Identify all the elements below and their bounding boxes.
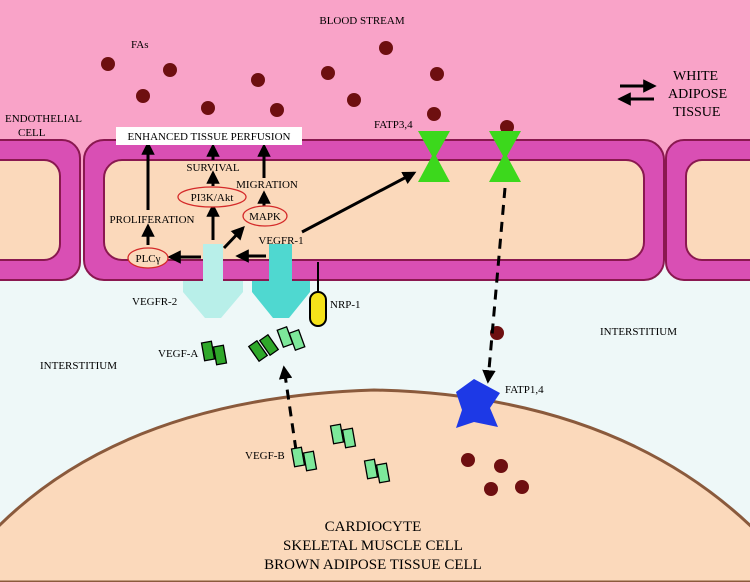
pi3k-akt-label: PI3K/Akt xyxy=(191,192,234,204)
fas-label: FAs xyxy=(131,39,149,51)
endothelial-cell-label-line2: CELL xyxy=(18,127,46,139)
fatp14-transporter xyxy=(456,379,500,428)
vegf-a-square xyxy=(247,339,269,363)
arrow-vegfr1-to-fatp xyxy=(301,171,417,234)
vegf-a-square xyxy=(258,333,280,357)
dashed-transport-arrows xyxy=(278,187,507,451)
fatty-acid-dot xyxy=(101,57,115,71)
fatty-acid-dot xyxy=(321,66,335,80)
vegf-b-square xyxy=(329,423,345,445)
migration-label: MIGRATION xyxy=(236,179,298,191)
exchange-arrows-icon xyxy=(617,79,657,106)
fatp34-label: FATP3,4 xyxy=(374,119,413,131)
muscle-cell-body xyxy=(0,388,750,582)
blood-stream-label: BLOOD STREAM xyxy=(319,15,404,27)
fatty-acid-dot xyxy=(461,453,475,467)
cardiocyte-label: CARDIOCYTE xyxy=(325,519,422,535)
vegf-b-square xyxy=(375,462,391,484)
fatty-acid-dot xyxy=(201,101,215,115)
vegf-a-label: VEGF-A xyxy=(158,348,198,360)
enhanced-perfusion-label: ENHANCED TISSUE PERFUSION xyxy=(128,131,291,143)
fatp34-transporter-right xyxy=(489,131,521,182)
vegf-b-molecules xyxy=(276,325,391,484)
mapk-ellipse xyxy=(242,205,288,227)
fatty-acid-dot xyxy=(270,103,284,117)
vegf-a-molecules xyxy=(200,333,280,366)
interstitium-left-label: INTERSTITIUM xyxy=(40,360,117,372)
fatty-acid-dot xyxy=(430,67,444,81)
endothelial-cell-right xyxy=(665,139,750,281)
vegf-b-square xyxy=(290,446,306,468)
endothelial-cell-label-line1: ENDOTHELIAL xyxy=(5,113,82,125)
fatty-acids xyxy=(101,41,529,496)
nrp1-label: NRP-1 xyxy=(330,299,361,311)
fatty-acid-dot xyxy=(163,63,177,77)
plc-ellipse xyxy=(127,247,169,269)
vegf-b-square xyxy=(302,450,318,472)
fatty-acid-dot xyxy=(500,120,514,134)
fatty-acid-dot xyxy=(494,459,508,473)
vegf-b-square xyxy=(363,458,379,480)
fatty-acid-dot xyxy=(427,107,441,121)
vegf-b-square xyxy=(341,427,357,449)
fatty-acid-dot xyxy=(379,41,393,55)
vegf-a-square xyxy=(212,344,228,366)
vegfr1-receptor xyxy=(252,244,310,318)
vegf-b-label: VEGF-B xyxy=(245,450,285,462)
fatp14-label: FATP1,4 xyxy=(505,384,544,396)
vegfr2-receptor xyxy=(183,244,243,318)
nrp1-receptor xyxy=(309,291,327,327)
fatty-acid-dot xyxy=(347,93,361,107)
interstitium-right-label: INTERSTITIUM xyxy=(600,326,677,338)
perfusion-box xyxy=(116,127,302,145)
white-adipose-label-line2: ADIPOSE xyxy=(668,87,727,102)
endothelial-cell-left xyxy=(0,139,81,281)
survival-label: SURVIVAL xyxy=(186,162,240,174)
plc-gamma-label: PLCγ xyxy=(135,253,160,265)
arrow-vegfb-secretion xyxy=(278,365,298,451)
signalling-arrows xyxy=(141,141,417,264)
fatp34-transporter-left xyxy=(418,131,450,182)
proliferation-label: PROLIFERATION xyxy=(110,214,195,226)
endothelial-cell-center xyxy=(83,139,665,281)
mapk-label: MAPK xyxy=(249,211,281,223)
brown-adipose-label: BROWN ADIPOSE TISSUE CELL xyxy=(264,557,482,573)
white-adipose-label-line3: TISSUE xyxy=(673,105,720,120)
fatty-acid-dot xyxy=(484,482,498,496)
arrow-vegfr2-to-mapk xyxy=(222,226,245,250)
skeletal-muscle-label: SKELETAL MUSCLE CELL xyxy=(283,538,463,554)
vegfr2-label: VEGFR-2 xyxy=(132,296,177,308)
vegf-a-square xyxy=(200,340,216,362)
white-adipose-label-line1: WHITE xyxy=(673,69,718,84)
pi3k-ellipse xyxy=(177,186,247,208)
vegf-b-square xyxy=(288,328,306,352)
fatty-acid-dot xyxy=(136,89,150,103)
fatty-acid-dot xyxy=(251,73,265,87)
fatty-acid-dot xyxy=(515,480,529,494)
arrow-fatty-acid-transport xyxy=(482,187,507,384)
